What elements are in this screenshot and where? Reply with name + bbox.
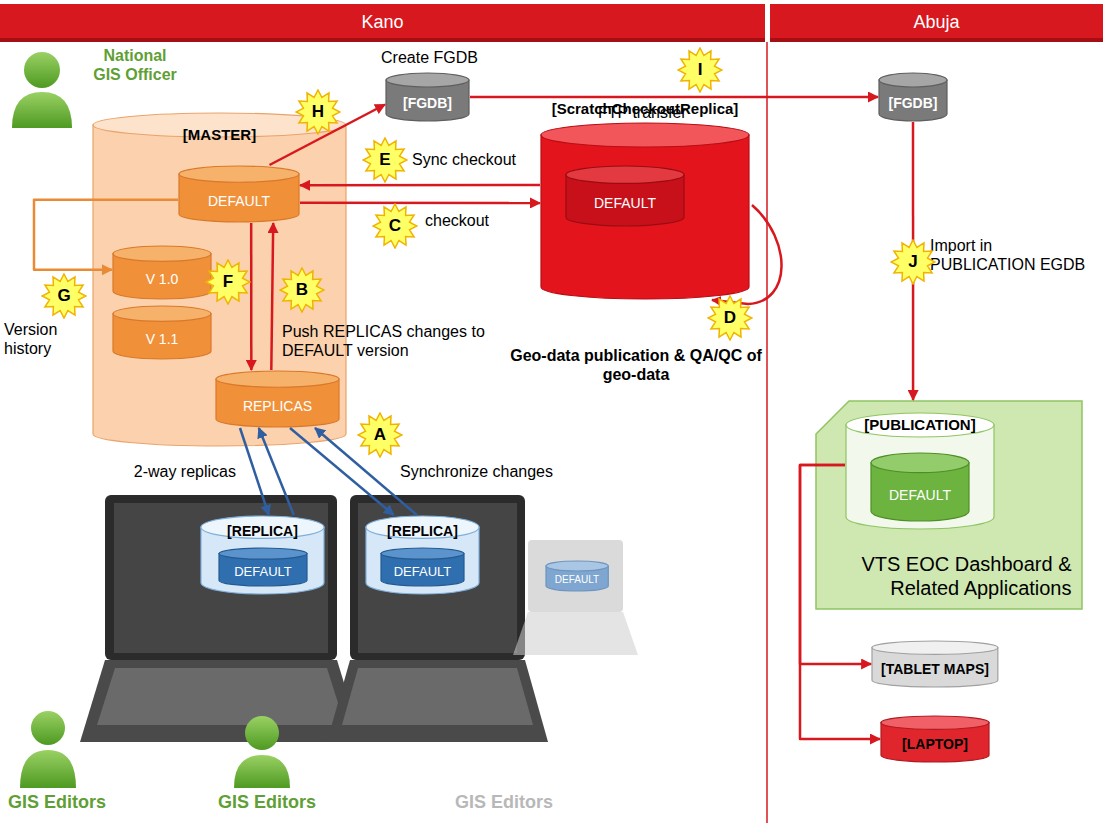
callout-star: C [372, 203, 418, 249]
version-cylinder: DEFAULT [380, 547, 465, 587]
node-label: DEFAULT [208, 193, 270, 210]
flow-arrow [470, 96, 878, 99]
version-cylinder: V 1.0 [112, 245, 212, 300]
annotation: National GIS Officer [92, 46, 178, 84]
node-label: DEFAULT [555, 574, 599, 586]
callout-letter: H [295, 89, 341, 135]
database-cylinder: [FGDB] [878, 72, 948, 122]
node-label: REPLICAS [243, 398, 312, 415]
node-label: [REPLICA] [227, 523, 298, 540]
database-cylinder: [LAPTOP] [880, 715, 990, 763]
flow-arrow [300, 184, 540, 187]
callout-letter: I [677, 47, 723, 93]
database-cylinder: [REPLICA] DEFAULT [200, 515, 325, 595]
annotation: GIS Editors [455, 792, 575, 814]
callout-letter: A [357, 412, 403, 458]
version-cylinder: V 1.1 [112, 305, 212, 360]
callout-star: I [677, 47, 723, 93]
callout-star: A [357, 412, 403, 458]
callout-star: F [205, 259, 251, 305]
annotation: Push REPLICAS changes to DEFAULT version [282, 322, 487, 360]
edge-label: checkout [425, 211, 489, 230]
flow-arrow [300, 201, 540, 204]
node-label: Abuja [913, 12, 959, 34]
annotation: Synchronize changes [400, 462, 570, 481]
annotation: Create FGDB [372, 48, 487, 67]
callout-star: E [362, 137, 408, 183]
node-label: [REPLICA] [387, 523, 458, 540]
version-cylinder: DEFAULT [870, 452, 970, 522]
node-label: [FGDB] [889, 95, 938, 112]
person-icon [234, 716, 290, 788]
database-cylinder: [PUBLICATION] DEFAULT [845, 412, 995, 530]
annotation: GIS Editors [218, 792, 338, 814]
callout-letter: J [890, 239, 936, 285]
callout-star: H [295, 89, 341, 135]
node-label: [FGDB] [403, 95, 452, 112]
callout-letter: C [372, 203, 418, 249]
version-cylinder: REPLICAS [215, 370, 340, 428]
callout-letter: E [362, 137, 408, 183]
version-cylinder: DEFAULT [218, 547, 308, 587]
node-label: DEFAULT [889, 487, 951, 504]
node-label: Kano [361, 12, 403, 34]
database-cylinder: [ScratchCheckoutReplica]DEFAULT [540, 100, 750, 300]
person-icon [20, 711, 76, 788]
application-panel: VTS EOC Dashboard & Related Applications… [815, 400, 1083, 610]
edge-label: Sync checkout [412, 150, 516, 169]
node-label: [LAPTOP] [902, 736, 968, 753]
annotation: 2-way replicas [112, 462, 236, 481]
database-cylinder: [TABLET MAPS] [871, 640, 999, 688]
node-label: DEFAULT [234, 564, 292, 580]
node-label: DEFAULT [594, 195, 656, 212]
region-band: Abuja [770, 4, 1103, 42]
version-cylinder: DEFAULT [545, 560, 609, 592]
annotation: Geo-data publication & QA/QC of geo-data [505, 346, 767, 384]
node-label: [TABLET MAPS] [881, 661, 989, 678]
callout-star: D [707, 295, 753, 341]
edge-label: FTP transfer [598, 103, 718, 122]
version-cylinder: DEFAULT [565, 165, 685, 227]
divider-line [766, 42, 768, 823]
callout-letter: B [279, 267, 325, 313]
node-label: V 1.0 [146, 271, 179, 288]
callout-letter: G [41, 273, 87, 319]
node-label: DEFAULT [394, 564, 452, 580]
annotation: Version history [4, 320, 88, 358]
database-cylinder: [REPLICA] DEFAULT [365, 515, 480, 595]
laptop [513, 540, 638, 655]
callout-star: J [890, 239, 936, 285]
node-label: VTS EOC Dashboard & Related Applications [827, 552, 1072, 600]
node-label: [PUBLICATION] [864, 416, 975, 434]
region-band: Kano [0, 4, 765, 42]
database-cylinder: [FGDB] [385, 72, 470, 122]
flow-arrow [250, 223, 253, 370]
person-icon [12, 52, 72, 128]
callout-letter: F [205, 259, 251, 305]
edge-label: Import in PUBLICATION EGDB [930, 236, 1095, 274]
node-label: [MASTER] [183, 126, 256, 144]
node-shape [870, 452, 970, 522]
laptop [327, 495, 548, 742]
callout-star: G [41, 273, 87, 319]
version-cylinder: DEFAULT [178, 165, 300, 223]
callout-letter: D [707, 295, 753, 341]
laptop [80, 495, 362, 742]
annotation: GIS Editors [8, 792, 128, 814]
callout-star: B [279, 267, 325, 313]
node-label: V 1.1 [146, 331, 179, 348]
